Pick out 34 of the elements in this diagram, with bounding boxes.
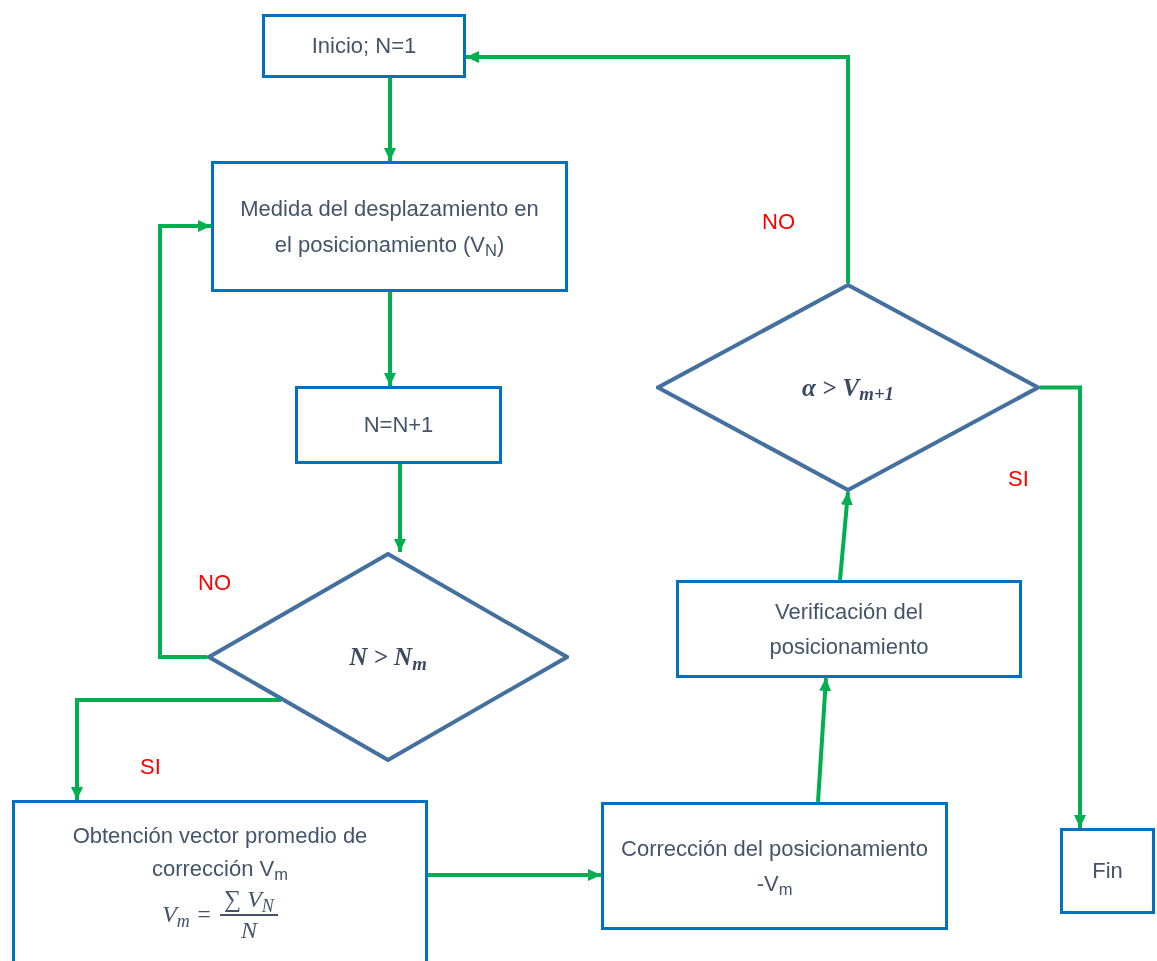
- process-box: [1060, 828, 1155, 914]
- step-text: Corrección del posicionamiento: [621, 834, 928, 863]
- arrow: [158, 220, 211, 659]
- process-box: [211, 161, 568, 292]
- formula-numerator: ∑ V$_{N}$: [220, 885, 278, 916]
- process-box: [295, 386, 502, 464]
- arrow: [384, 78, 396, 161]
- step-text: Fin: [1092, 857, 1123, 886]
- step-text: N=N+1: [363, 411, 434, 440]
- process-box: [262, 14, 466, 78]
- edge-label: NO: [198, 569, 231, 597]
- step-text: Verificación del posicionamiento: [768, 597, 930, 661]
- arrow: [816, 677, 832, 803]
- process-box: [676, 580, 1022, 678]
- step-text: -V$_{m}$: [756, 870, 793, 901]
- arrow: [466, 51, 850, 283]
- arrow: [1040, 385, 1086, 828]
- step-text: Obtención vector promedio de corrección V$_{m}$: [71, 822, 369, 885]
- step-text: Medida del desplazamiento en el posicionamiento (V$_{N}$): [239, 195, 540, 261]
- edge-label: NO: [762, 208, 795, 236]
- edge-label: SI: [1008, 465, 1029, 493]
- edge-label: SI: [140, 753, 161, 781]
- process-box: [12, 800, 428, 961]
- arrow: [71, 698, 282, 800]
- condition-text: N > N$_{m}$: [349, 642, 427, 676]
- step-text: Inicio; N=1: [311, 32, 417, 61]
- arrow: [428, 869, 601, 881]
- formula-text: V$_{m}$ =: [162, 900, 213, 930]
- arrow: [394, 464, 406, 552]
- condition-text: α > V$_{m+1}$: [802, 372, 894, 407]
- arrow: [838, 491, 853, 581]
- arrow: [384, 292, 396, 386]
- formula-denominator: N: [240, 915, 257, 945]
- process-box: [601, 802, 948, 930]
